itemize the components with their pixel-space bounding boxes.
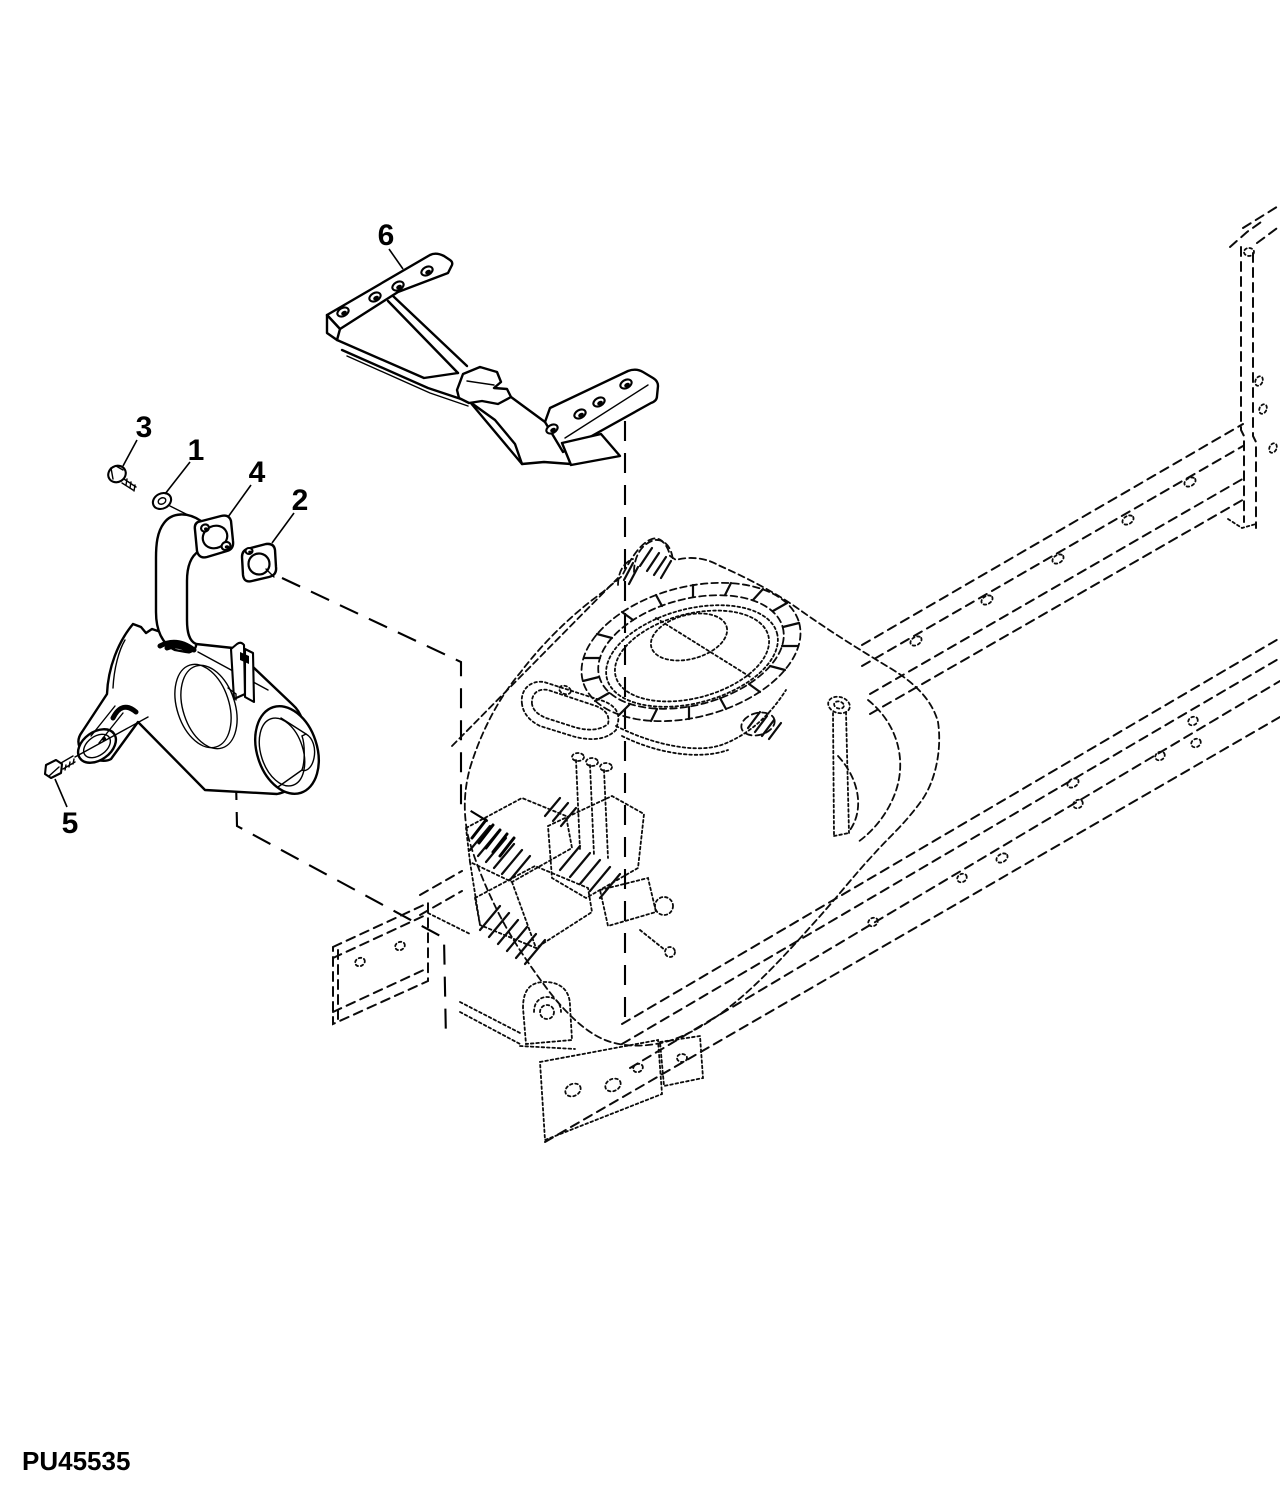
bracket-holes	[336, 265, 633, 435]
callout-5-label: 5	[62, 807, 79, 840]
frame-rail-front	[544, 637, 1280, 1143]
muffler-inlet-pipe	[154, 513, 203, 654]
screw-part5	[43, 716, 149, 780]
exhaust-port-gasket-part2	[240, 542, 278, 583]
frame-phantom	[332, 204, 1280, 1143]
frame-rail-rear	[419, 423, 1247, 916]
callout-6-label: 6	[378, 219, 395, 252]
figure-code: PU45535	[22, 1446, 130, 1476]
callout-1: 1	[164, 434, 205, 495]
bracket-tab	[455, 365, 513, 406]
intake-carburetor	[571, 752, 676, 958]
top-bump-hatch	[622, 546, 673, 586]
flywheel-screen	[580, 539, 802, 723]
frame-channel-end	[332, 901, 471, 1026]
assembly-alignment-lines	[234, 421, 627, 1041]
muffler-bracket-part6	[325, 252, 660, 467]
engine-phantom	[451, 537, 941, 1050]
muffler-assembly	[76, 513, 320, 796]
callout-6: 6	[378, 219, 404, 270]
callouts: 3 1 4 2 5 6	[54, 219, 404, 840]
frame-post	[1227, 204, 1280, 529]
washer-part1	[151, 491, 191, 517]
frame-gusset-plate	[459, 1001, 704, 1142]
muffler-outlet-tube	[76, 705, 124, 764]
muffler-end-cap	[254, 705, 320, 795]
callout-5: 5	[54, 778, 79, 840]
fasteners	[43, 464, 191, 780]
engine-outline	[463, 537, 941, 1047]
starter-right-side	[740, 695, 902, 843]
callout-3: 3	[122, 411, 153, 467]
engine-mount-ear	[519, 981, 576, 1050]
callout-3-label: 3	[136, 411, 153, 444]
exhaust-port	[470, 818, 516, 858]
callout-2: 2	[271, 484, 309, 544]
callout-4-label: 4	[249, 456, 266, 489]
cylinder-fins	[465, 794, 645, 966]
valve-cover	[520, 680, 620, 740]
callout-1-label: 1	[188, 434, 205, 467]
exhaust-flange-gasket-part4	[193, 514, 235, 559]
shroud-seam	[451, 577, 619, 747]
callout-2-label: 2	[292, 484, 309, 517]
muffler-strap-tab	[227, 641, 256, 704]
callout-4: 4	[227, 456, 266, 518]
cap-screw-part3	[107, 464, 137, 492]
